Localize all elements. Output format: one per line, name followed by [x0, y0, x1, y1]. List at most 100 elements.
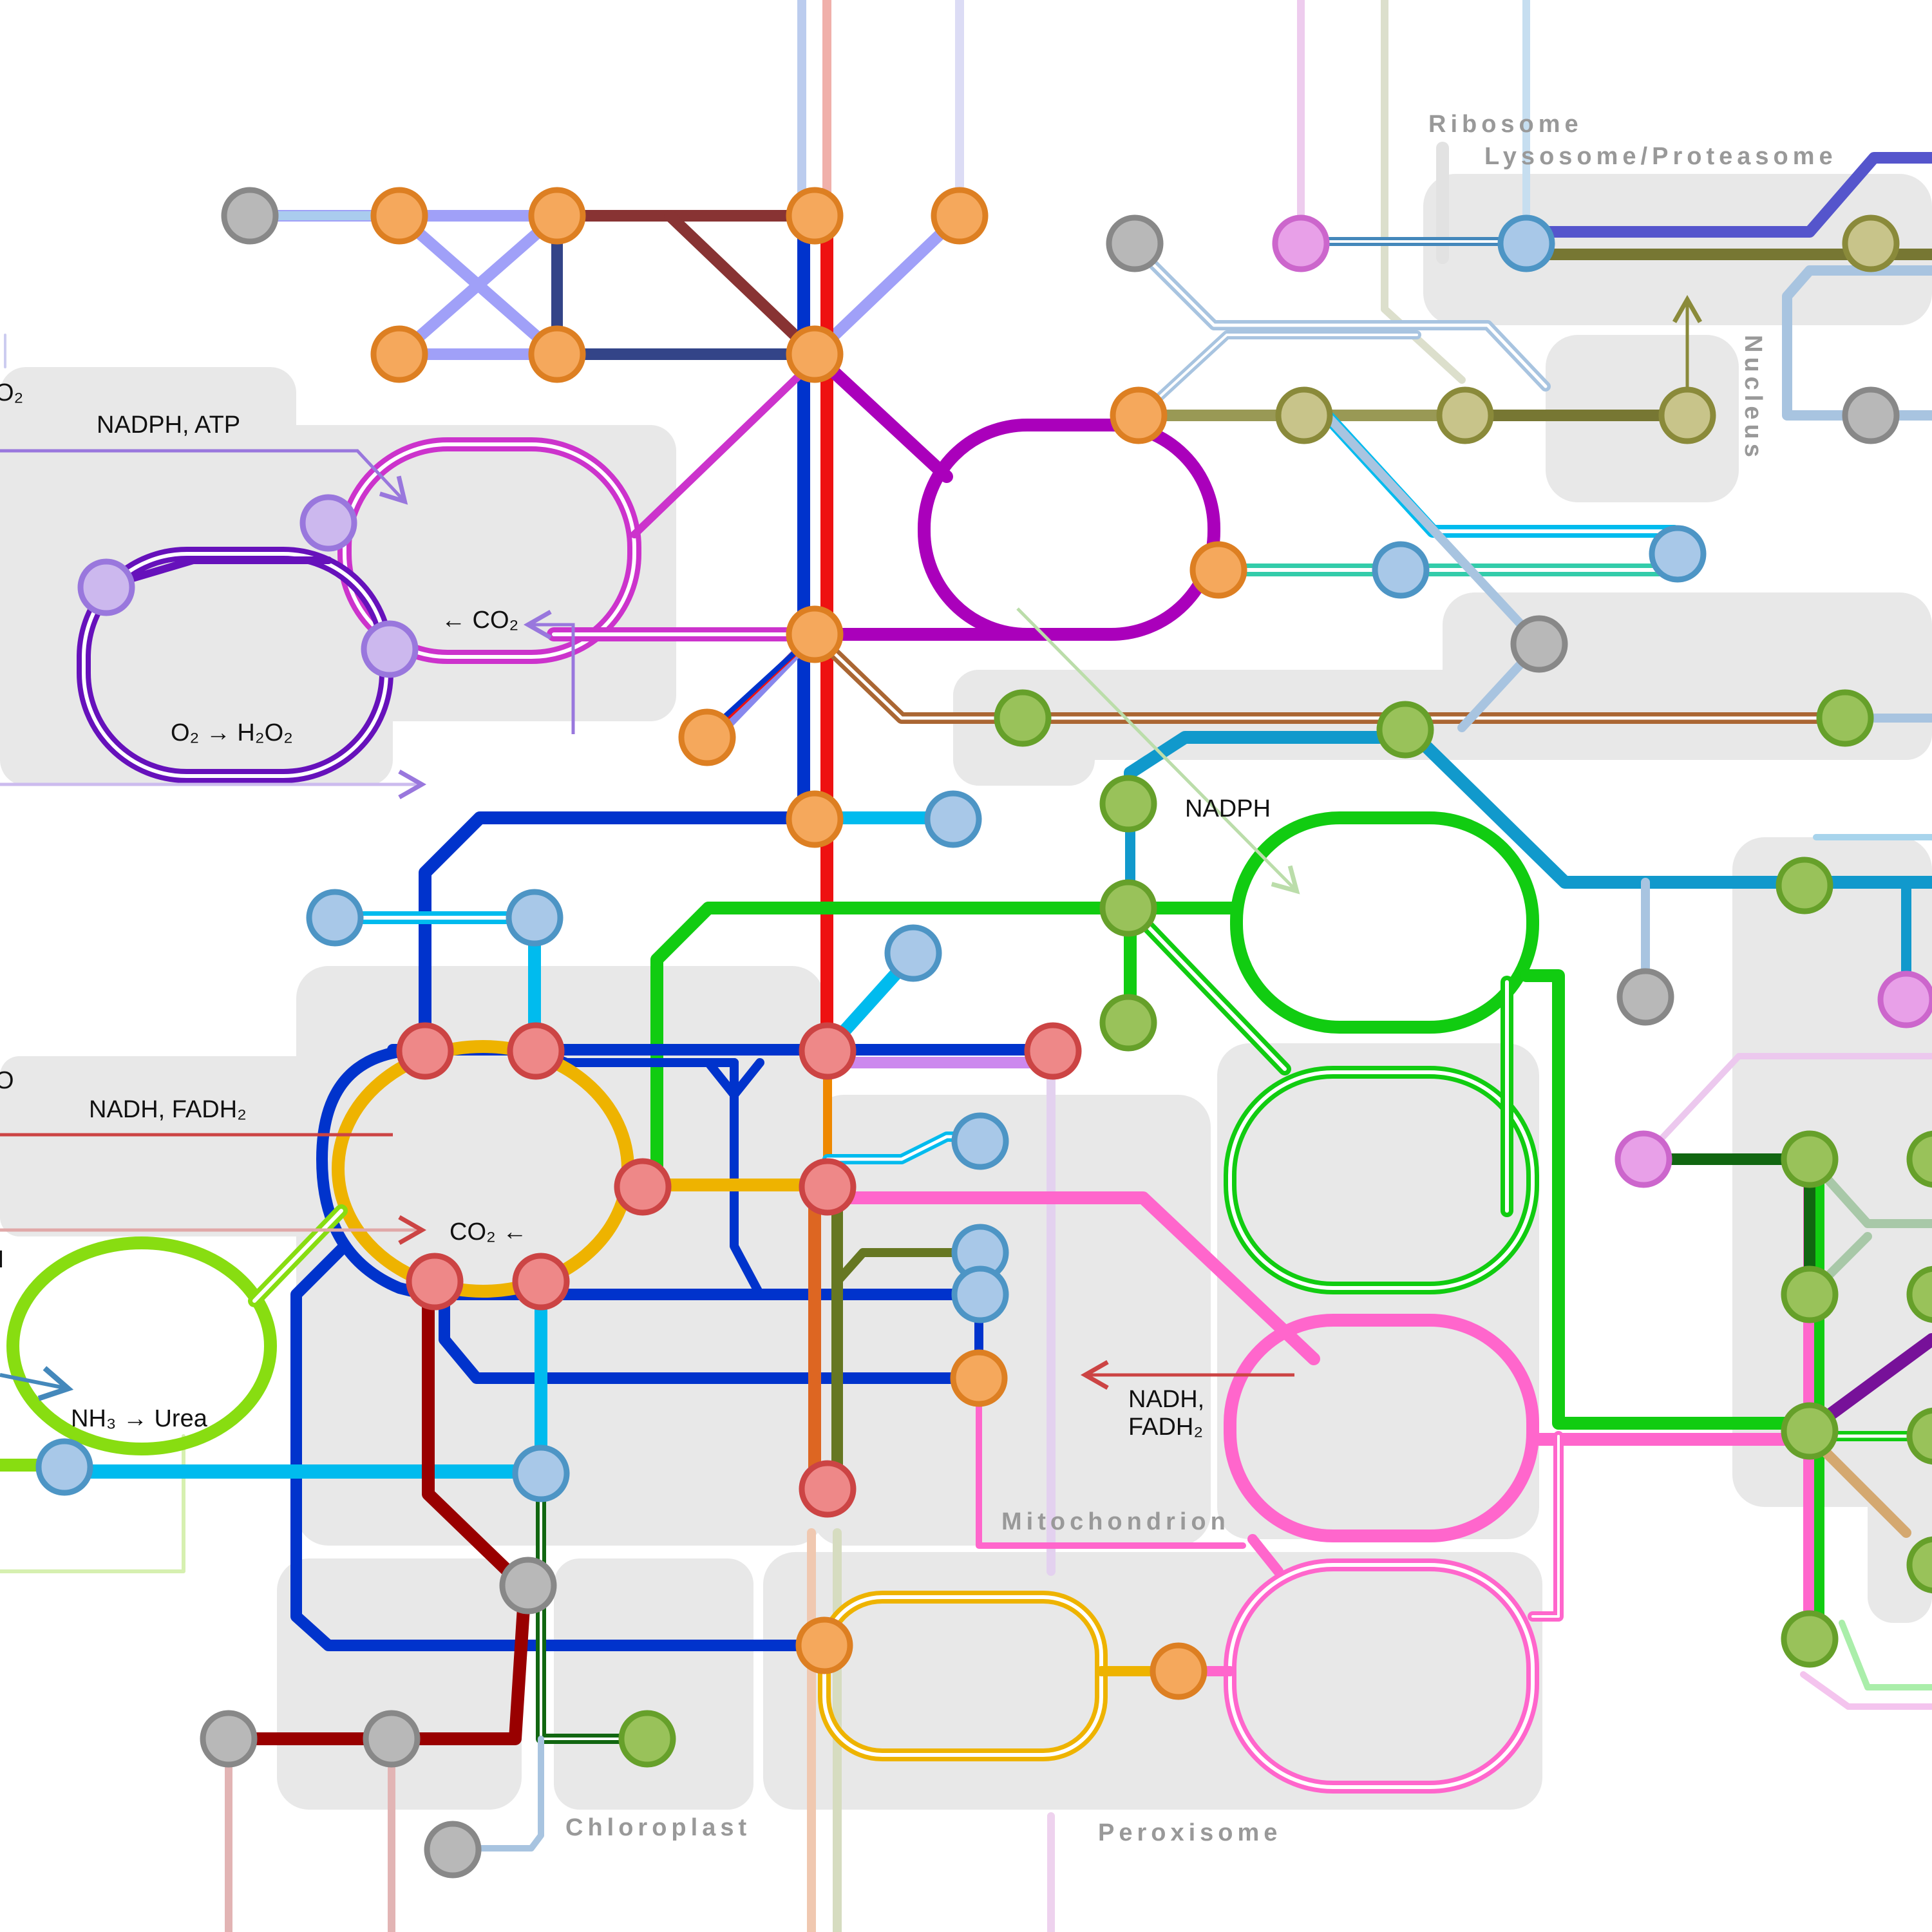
orange-station	[931, 187, 989, 245]
green-station	[1906, 1130, 1932, 1188]
pathway-line	[393, 210, 563, 360]
blue-station	[951, 1112, 1009, 1170]
green-station	[994, 689, 1052, 747]
pathway-line	[1142, 334, 1418, 413]
label-edge-i: I	[0, 1246, 5, 1273]
label-nh3-urea: NH₃ → Urea	[71, 1405, 208, 1432]
pathway-line	[1520, 969, 1810, 1430]
red-station	[507, 1022, 565, 1080]
pathway-line	[448, 1736, 544, 1852]
zone-chloroplast-b	[554, 1558, 753, 1810]
blue-station	[924, 790, 982, 848]
red-station	[799, 1158, 857, 1216]
red-station	[614, 1158, 672, 1216]
orange-station	[786, 790, 844, 848]
olive-station	[1842, 214, 1900, 272]
red-station	[1024, 1022, 1082, 1080]
orange-station	[786, 325, 844, 383]
pathway-line	[102, 556, 332, 590]
gray-station	[1510, 615, 1568, 673]
orange-station	[786, 605, 844, 663]
red-station	[396, 1022, 454, 1080]
orange-station	[370, 187, 428, 245]
orange-station	[795, 1616, 853, 1674]
gray-station	[200, 1710, 258, 1768]
pathway-line	[1132, 243, 1548, 388]
orange-station	[1110, 386, 1168, 444]
compartment-labels: Ribosome Lysosome/Proteasome Nucleus Mit…	[565, 111, 1833, 1846]
pathway-line	[419, 811, 821, 1056]
pathway-loop	[1230, 811, 1539, 1034]
gray-station	[1106, 214, 1164, 272]
flow-arrows	[0, 294, 1703, 1401]
blue-station	[506, 889, 564, 947]
pathway-loop	[1224, 1314, 1539, 1542]
pathway-line	[664, 210, 820, 360]
pathway-line	[439, 1289, 985, 1384]
nadph-arrow	[1016, 607, 1300, 895]
pathway-line	[808, 348, 953, 483]
pathway-loop	[1228, 1070, 1535, 1290]
label-nadh-line2: FADH₂	[1128, 1414, 1203, 1441]
label-peroxisome: Peroxisome	[1098, 1819, 1282, 1846]
label-nadph: NADPH	[1185, 795, 1271, 822]
blue-station	[1497, 214, 1555, 272]
green-station	[1781, 1130, 1839, 1188]
pathway-line	[290, 1244, 830, 1651]
zone-chloroplast-a	[277, 1558, 522, 1810]
gray-station	[424, 1821, 482, 1879]
nadph-atp-arrow	[0, 449, 408, 505]
lavender-station	[299, 494, 357, 552]
orange-station	[1150, 1642, 1208, 1700]
gray-station	[221, 187, 279, 245]
pathway-line	[821, 1191, 1320, 1365]
green-station	[1099, 775, 1157, 833]
faint-line	[1381, 0, 1466, 384]
green-station	[1906, 1536, 1932, 1594]
blue-station	[35, 1438, 93, 1496]
label-edge-o2: O₂	[0, 379, 23, 406]
pathway-line	[976, 1375, 1246, 1549]
faint-line	[1839, 1620, 1932, 1690]
label-mitochondrion: Mitochondrion	[1001, 1508, 1230, 1535]
gray-station	[1616, 968, 1674, 1026]
orange-station	[678, 708, 736, 766]
red-station	[512, 1253, 570, 1311]
gray-station	[1842, 386, 1900, 444]
label-chloroplast: Chloroplast	[565, 1814, 751, 1841]
nh3-arrow	[0, 1366, 74, 1401]
blue-station	[884, 924, 942, 982]
label-nucleus: Nucleus	[1739, 335, 1766, 462]
green-station	[618, 1710, 676, 1768]
pathway-loop	[918, 419, 1220, 641]
olive-station	[1275, 386, 1333, 444]
pathway-loop	[316, 1044, 431, 1300]
pathway-line	[252, 1209, 343, 1303]
orange-station	[950, 1349, 1008, 1407]
green-station	[1099, 994, 1157, 1052]
red-station	[406, 1253, 464, 1311]
pathway-line	[813, 632, 1857, 720]
label-nadph-atp: NADPH, ATP	[97, 412, 240, 439]
blue-station	[951, 1265, 1009, 1323]
green-station	[1781, 1265, 1839, 1323]
label-co2-left: ← CO₂	[441, 607, 518, 634]
lavender-station	[77, 558, 135, 616]
pathway-loop	[343, 442, 636, 659]
gray-station	[363, 1710, 421, 1768]
pink-station	[1615, 1130, 1672, 1188]
label-nadh-line1: NADH,	[1128, 1386, 1204, 1413]
faint-line	[1800, 1671, 1932, 1710]
pathway-line	[630, 357, 819, 538]
label-ribosome: Ribosome	[1428, 111, 1583, 138]
pathway-line	[650, 902, 1243, 1191]
pathway-line	[1322, 411, 1544, 649]
label-co2-right: CO₂ ←	[450, 1218, 527, 1245]
green-station	[1776, 857, 1833, 914]
zone-mitochondrion-left	[0, 1056, 361, 1236]
red-station	[799, 1460, 857, 1518]
green-station	[1906, 1407, 1932, 1465]
orange-station	[370, 325, 428, 383]
green-station	[1781, 1610, 1839, 1668]
